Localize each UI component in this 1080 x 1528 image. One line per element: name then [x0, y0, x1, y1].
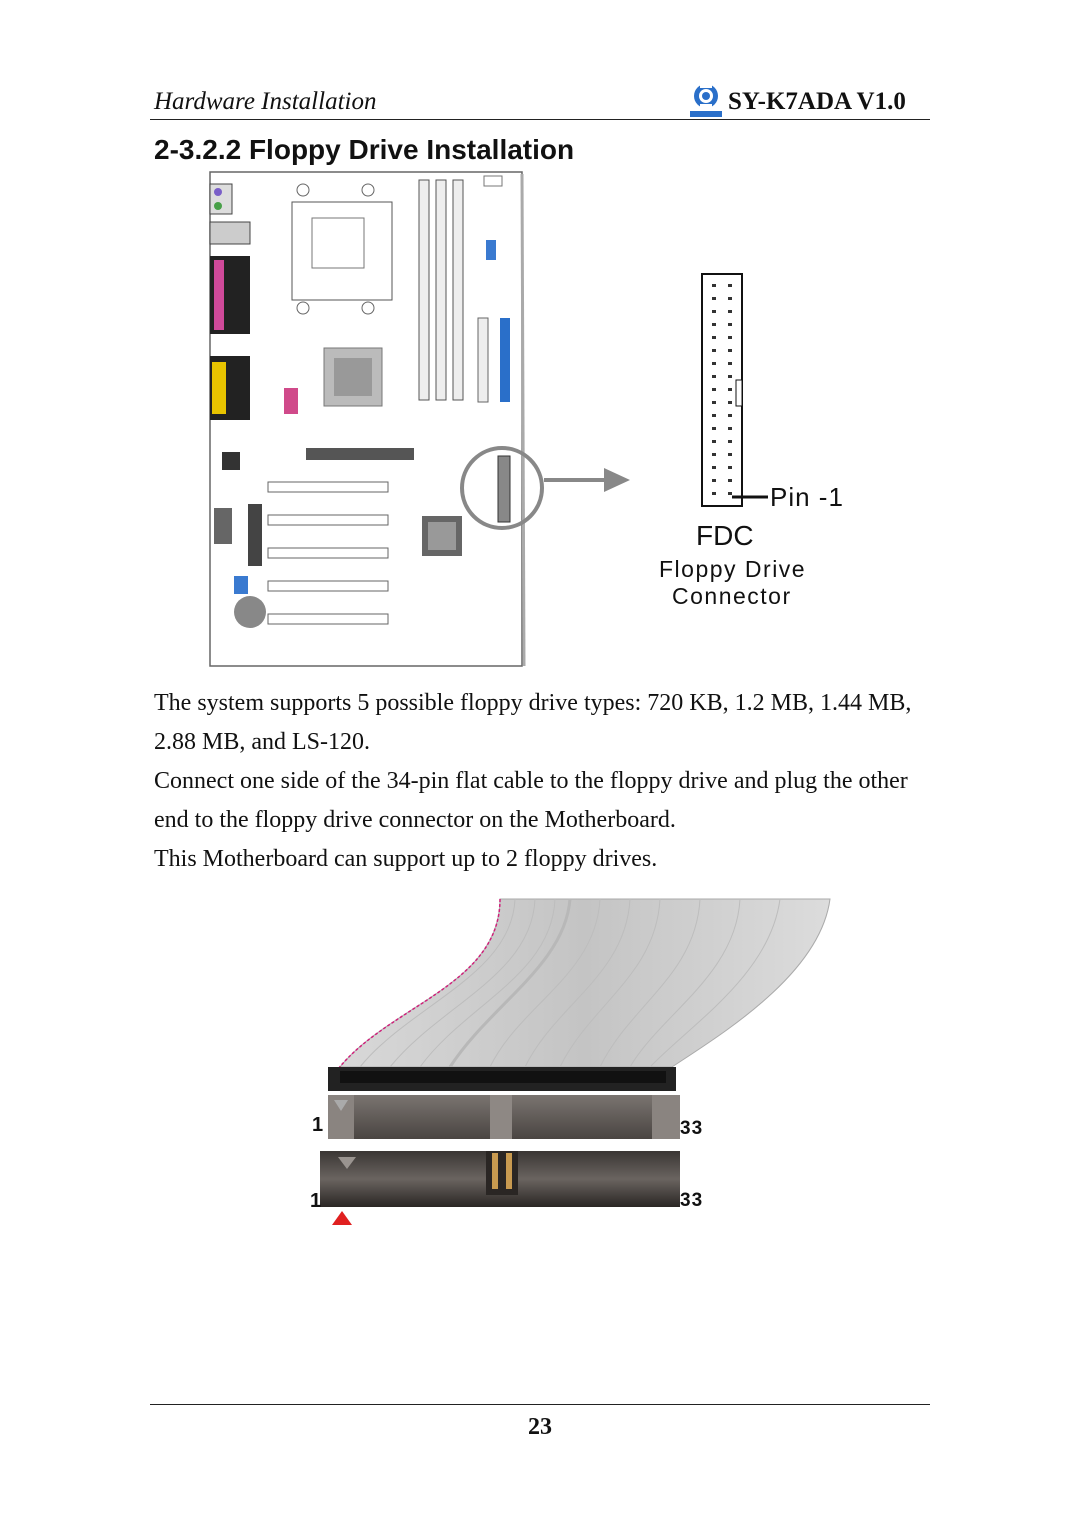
- cable-top-right-num: 33: [680, 1118, 704, 1139]
- paragraph-max-drives: This Motherboard can support up to 2 flo…: [154, 846, 658, 872]
- header-section-name: Hardware Installation: [154, 88, 377, 115]
- connector-desc-line1: Floppy Drive: [659, 556, 807, 582]
- pin-1-label: Pin -1: [770, 482, 844, 512]
- fdc-connector-diagram: [701, 273, 768, 507]
- fdc-label: FDC: [696, 520, 754, 551]
- cable-top-left-num: 1: [312, 1114, 324, 1136]
- page-number: 23: [528, 1414, 552, 1440]
- cable-bottom-right-num: 33: [680, 1190, 704, 1211]
- header-model: SY-K7ADA V1.0: [728, 88, 906, 115]
- header-rule: [150, 119, 930, 120]
- paragraph-connect-cable: Connect one side of the 34-pin flat cabl…: [154, 768, 908, 833]
- cable-bottom-left-num: 1: [310, 1190, 322, 1212]
- motherboard-diagram: [209, 171, 526, 667]
- zoom-arrow: [460, 446, 630, 530]
- section-title: 2-3.2.2 Floppy Drive Installation: [154, 134, 575, 165]
- paragraph-floppy-types: The system supports 5 possible floppy dr…: [154, 690, 912, 755]
- footer-rule: [150, 1404, 930, 1405]
- soyo-logo-icon: [690, 84, 722, 117]
- connector-desc-line2: Connector: [672, 583, 792, 609]
- floppy-cable-diagram: [320, 898, 831, 1225]
